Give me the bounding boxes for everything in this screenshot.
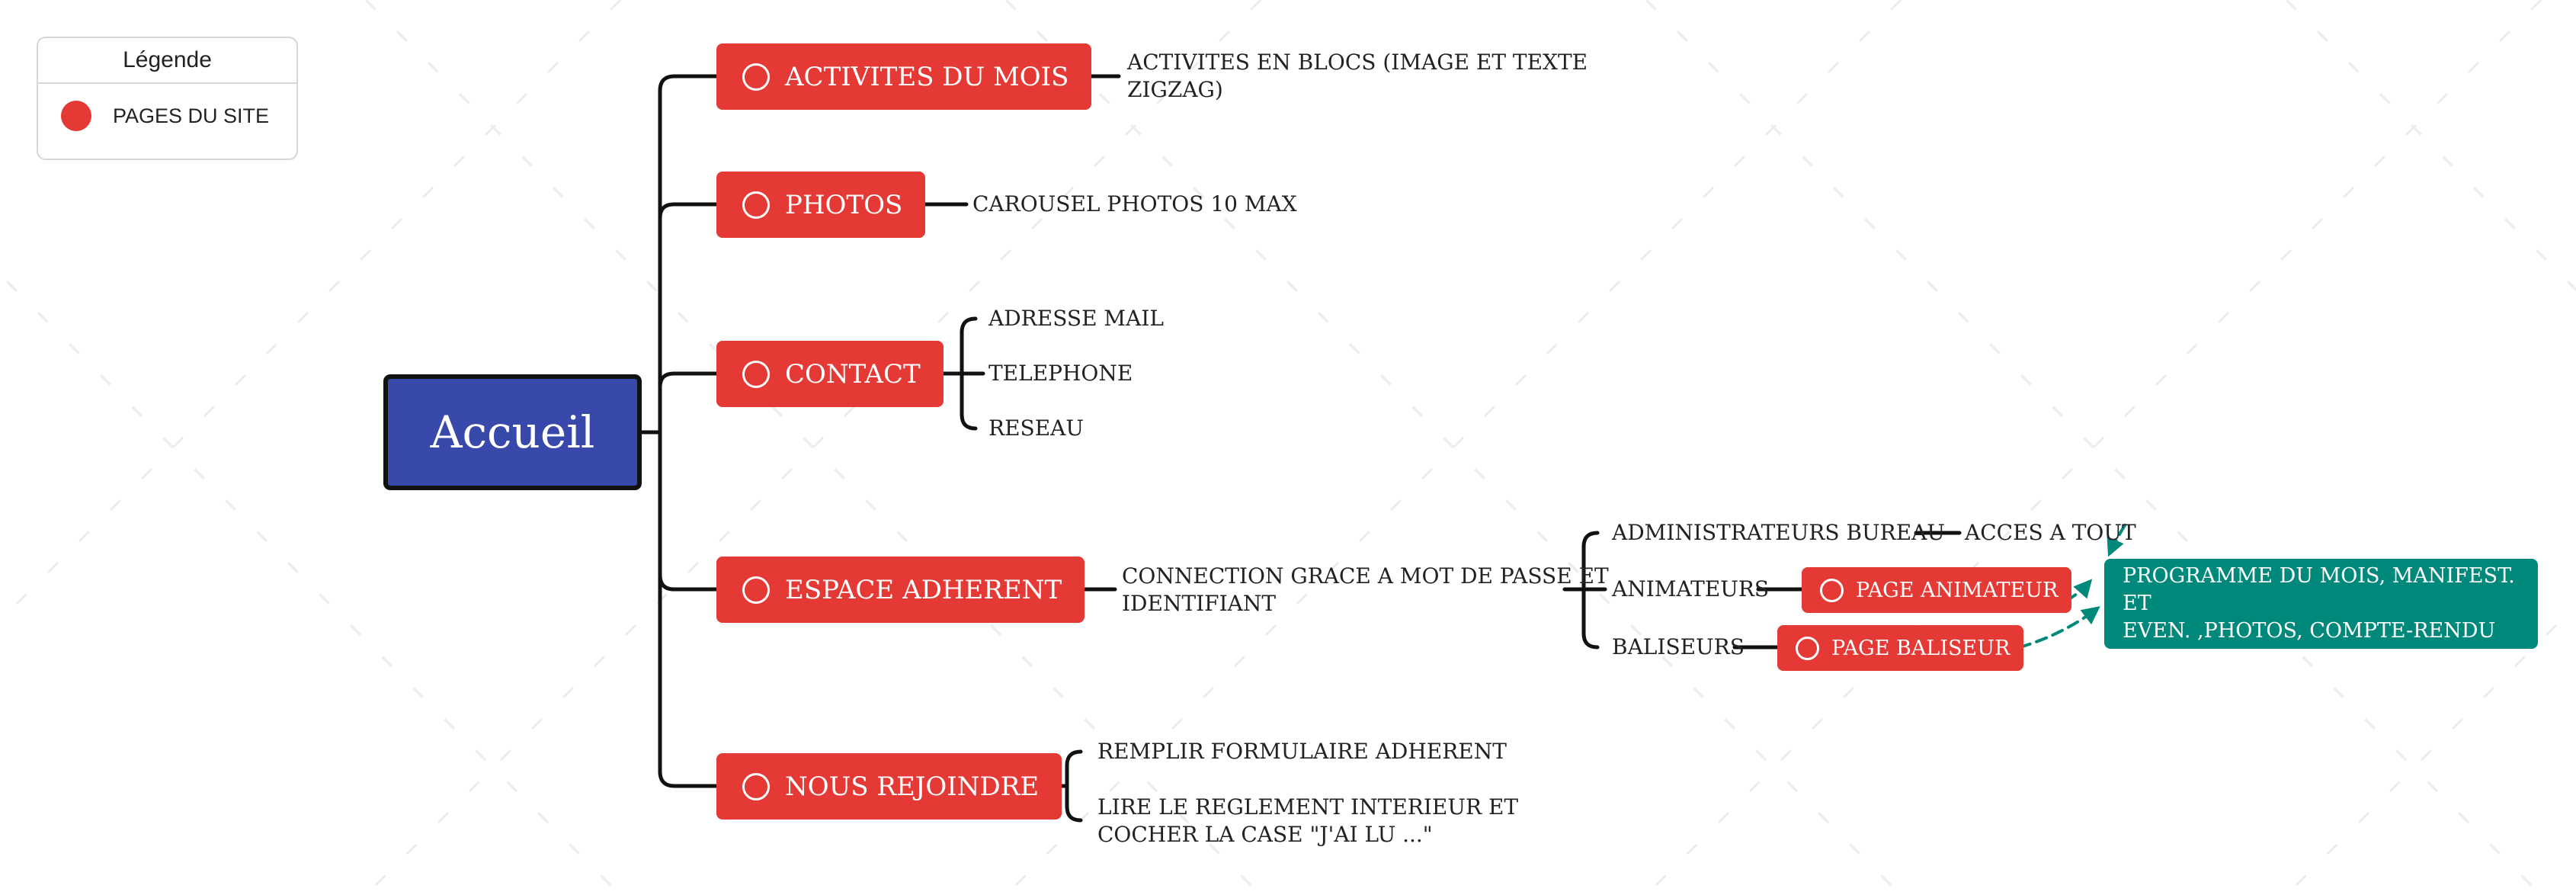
central-topic-accueil[interactable]: Accueil — [383, 374, 642, 490]
contact-detail-email: ADRESSE MAIL — [988, 306, 1164, 331]
circle-marker-icon — [742, 360, 770, 388]
contact-detail-reseau: RESEAU — [988, 415, 1084, 441]
branch-espace — [658, 573, 719, 592]
summary-line: EVEN. ,PHOTOS, COMPTE-RENDU — [2123, 619, 2496, 643]
circle-marker-icon — [742, 772, 770, 800]
role-admin: ADMINISTRATEURS BUREAU — [1612, 520, 1945, 545]
page-label: ACTIVITES DU MOIS — [785, 61, 1069, 92]
legend-red-dot-icon — [61, 101, 91, 131]
circle-marker-icon — [1796, 636, 1819, 660]
legend-panel: Légende PAGES DU SITE — [37, 37, 298, 160]
circle-marker-icon — [742, 63, 770, 91]
contact-detail-telephone: TELEPHONE — [988, 361, 1133, 386]
page-label: NOUS REJOINDRE — [785, 771, 1040, 802]
page-label: PAGE BALISEUR — [1831, 636, 2010, 660]
page-baliseur[interactable]: PAGE BALISEUR — [1777, 625, 2024, 671]
legend-title: Légende — [38, 38, 296, 84]
page-label: PAGE ANIMATEUR — [1856, 578, 2059, 602]
rejoindre-detail-form: REMPLIR FORMULAIRE ADHERENT — [1097, 739, 1507, 764]
espace-detail: CONNECTION GRACE A MOT DE PASSE ET IDENT… — [1122, 563, 1609, 616]
relation-arrow-admin — [2107, 524, 2126, 557]
page-photos[interactable]: PHOTOS — [716, 172, 926, 238]
page-animateur[interactable]: PAGE ANIMATEUR — [1802, 567, 2072, 613]
page-label: PHOTOS — [785, 189, 903, 220]
summary-node[interactable]: PROGRAMME DU MOIS, MANIFEST. ET EVEN. ,P… — [2104, 559, 2538, 649]
circle-marker-icon — [742, 576, 770, 604]
relation-arrow-baliseur — [2001, 606, 2100, 653]
page-label: CONTACT — [785, 358, 921, 390]
summary-line: PROGRAMME DU MOIS, MANIFEST. ET — [2123, 564, 2515, 615]
photos-detail: CAROUSEL PHOTOS 10 MAX — [972, 191, 1297, 217]
main-trunk — [658, 74, 677, 788]
branch-photos — [658, 202, 719, 220]
circle-marker-icon — [742, 191, 770, 219]
branch-contact — [658, 371, 719, 390]
role-admin-access: ACCES A TOUT — [1965, 520, 2136, 545]
legend-item: PAGES DU SITE — [38, 84, 296, 148]
page-activites-du-mois[interactable]: ACTIVITES DU MOIS — [716, 43, 1092, 110]
central-topic-label: Accueil — [430, 406, 595, 458]
page-label: ESPACE ADHERENT — [785, 574, 1062, 605]
role-baliseurs: BALISEURS — [1612, 634, 1745, 659]
role-animateurs: ANIMATEURS — [1612, 576, 1770, 601]
rejoindre-detail-reglement: LIRE LE REGLEMENT INTERIEUR ET COCHER LA… — [1097, 794, 1519, 847]
legend-item-label: PAGES DU SITE — [113, 104, 270, 127]
page-espace-adherent[interactable]: ESPACE ADHERENT — [716, 557, 1085, 623]
page-contact[interactable]: CONTACT — [716, 341, 944, 407]
page-nous-rejoindre[interactable]: NOUS REJOINDRE — [716, 753, 1062, 820]
circle-marker-icon — [1820, 578, 1844, 602]
activites-detail: ACTIVITES EN BLOCS (IMAGE ET TEXTE ZIGZA… — [1127, 50, 1588, 102]
